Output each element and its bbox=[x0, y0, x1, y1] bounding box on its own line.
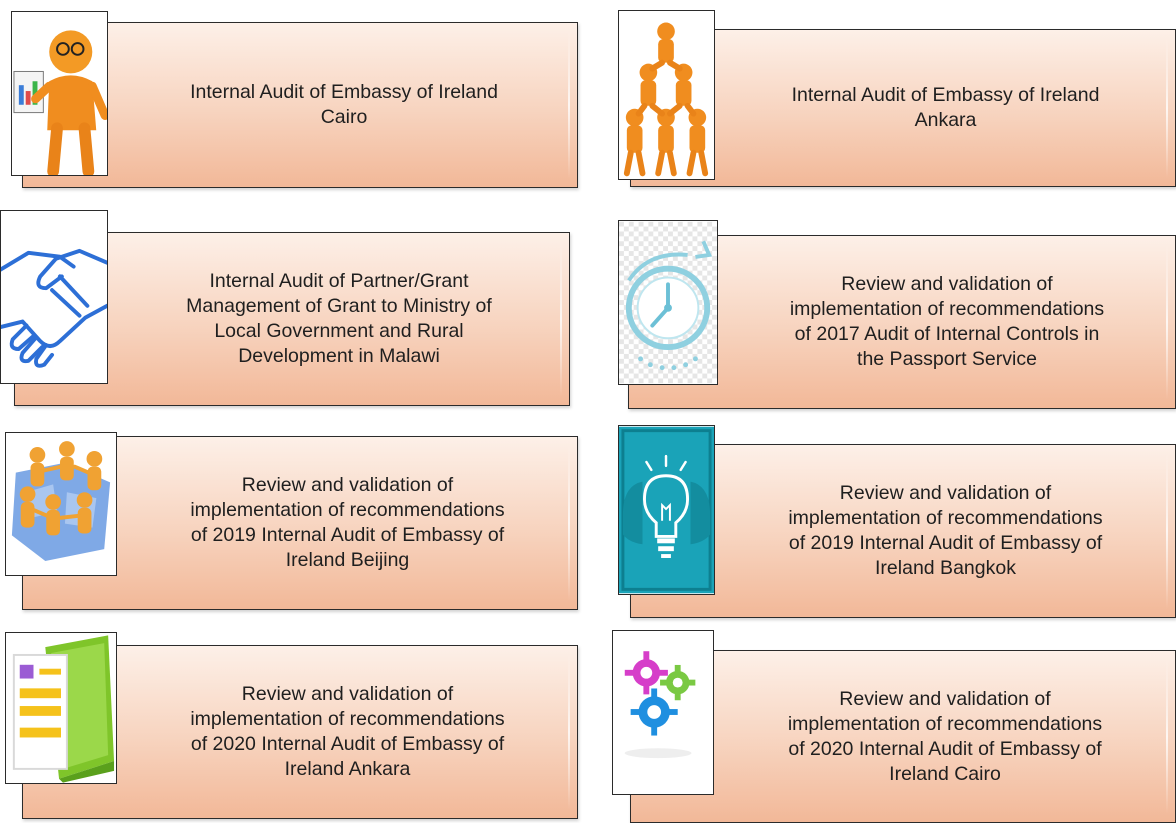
card-text-line: Ankara bbox=[914, 109, 977, 131]
card-text-line: Ireland Ankara bbox=[284, 758, 411, 780]
clock-icon bbox=[618, 220, 718, 385]
card-box bbox=[22, 22, 578, 188]
people-pyramid-icon bbox=[618, 10, 715, 180]
card-text-line: Management of Grant to Ministry of bbox=[186, 295, 492, 317]
card-text-line: Development in Malawi bbox=[238, 345, 440, 367]
card-text-line: implementation of recommendations bbox=[787, 712, 1103, 735]
people-circle-globe-icon bbox=[5, 432, 117, 576]
card-text-line: Internal Audit of Embassy of Ireland bbox=[791, 84, 1100, 106]
card-text-line: implementation of recommendations bbox=[788, 507, 1103, 529]
card-text-line: Review and validation of bbox=[241, 683, 454, 705]
gears-icon bbox=[612, 630, 714, 795]
card-bangkok-review: Review and validation of implementation o… bbox=[618, 425, 1176, 618]
person-with-chart-icon bbox=[11, 11, 108, 176]
card-text-line: Review and validation of bbox=[839, 687, 1051, 710]
card-text-line: Internal Audit of Partner/Grant bbox=[209, 270, 469, 292]
card-text-line: Review and validation of bbox=[839, 482, 1052, 504]
document-folder-icon bbox=[5, 632, 117, 784]
card-text-line: Ireland Beijing bbox=[285, 549, 410, 571]
card-text-line: Ireland Cairo bbox=[889, 762, 1001, 785]
card-text: Review and validation of implementation o… bbox=[715, 444, 1176, 618]
card-text-line: Review and validation of bbox=[241, 474, 454, 496]
card-ankara-review: Review and validation of implementation o… bbox=[5, 632, 578, 819]
handshake-icon bbox=[0, 210, 108, 384]
card-box bbox=[630, 29, 1176, 187]
card-text-line: implementation of recommendations bbox=[789, 298, 1105, 320]
card-text-line: of 2020 Internal Audit of Embassy of bbox=[190, 733, 505, 755]
card-box bbox=[630, 650, 1176, 823]
card-text: Review and validation of implementation o… bbox=[117, 645, 578, 819]
card-text-line: Review and validation of bbox=[841, 273, 1053, 295]
card-box bbox=[630, 444, 1176, 618]
card-text-line: Local Government and Rural bbox=[214, 320, 464, 342]
card-text-line: of 2019 Internal Audit of Embassy of bbox=[190, 524, 505, 546]
card-text-line: the Passport Service bbox=[857, 348, 1037, 370]
card-text: Review and validation of implementation o… bbox=[718, 235, 1176, 409]
card-text-line: Internal Audit of Embassy of Ireland bbox=[190, 81, 498, 103]
lightbulb-head-icon bbox=[618, 425, 715, 595]
card-text-line: of 2017 Audit of Internal Controls in bbox=[794, 323, 1100, 345]
card-beijing-review: Review and validation of implementation o… bbox=[0, 0, 600, 620]
card-text-line: implementation of recommendations bbox=[190, 708, 505, 730]
card-passport-service-review: Review and validation of implementation o… bbox=[618, 220, 1176, 409]
card-text: Review and validation of implementation o… bbox=[117, 436, 578, 610]
card-text-line: Ireland Bangkok bbox=[875, 557, 1016, 579]
card-text-line: Cairo bbox=[320, 106, 368, 128]
card-text-line: of 2020 Internal Audit of Embassy of bbox=[788, 737, 1102, 760]
card-text-line: of 2019 Internal Audit of Embassy of bbox=[788, 532, 1103, 554]
card-text-line: implementation of recommendations bbox=[190, 499, 505, 521]
